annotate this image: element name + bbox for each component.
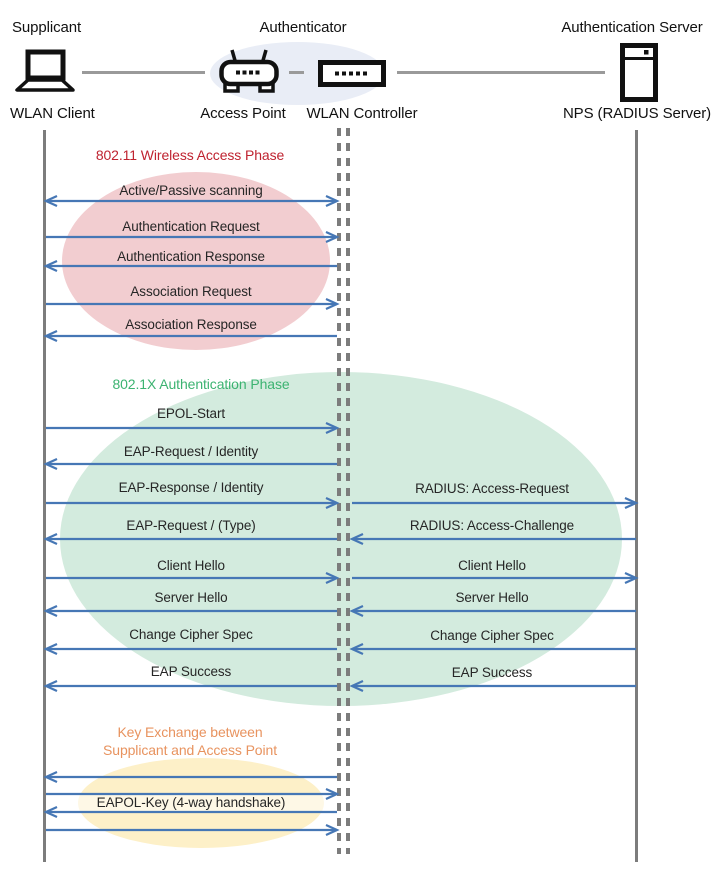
connector-dash bbox=[289, 71, 304, 74]
message-label: Association Response bbox=[125, 317, 257, 332]
message-label: Server Hello bbox=[154, 590, 228, 605]
access-point-icon bbox=[219, 49, 279, 93]
role-supplicant: Supplicant bbox=[12, 19, 82, 36]
lifeline-nps bbox=[635, 130, 638, 862]
message-label: Active/Passive scanning bbox=[119, 183, 263, 198]
lifeline-wlan-client bbox=[43, 130, 46, 862]
message-label: EAP-Request / Identity bbox=[123, 444, 259, 459]
message-label: Client Hello bbox=[157, 558, 225, 573]
phase2-title: 802.1X Authentication Phase bbox=[112, 376, 290, 392]
phase3-title-line2: Supplicant and Access Point bbox=[103, 742, 277, 758]
message-label: Authentication Response bbox=[117, 249, 265, 264]
connector-line bbox=[397, 71, 605, 74]
message-label: Client Hello bbox=[458, 558, 526, 573]
phase1-title: 802.11 Wireless Access Phase bbox=[95, 147, 285, 163]
message-label: EAPOL-Key (4-way handshake) bbox=[51, 795, 331, 811]
lifeline-authenticator-right bbox=[346, 128, 350, 854]
message-label: EAP-Response / Identity bbox=[118, 480, 264, 495]
laptop-icon bbox=[15, 49, 75, 92]
server-icon bbox=[620, 43, 658, 102]
message-label: Server Hello bbox=[455, 590, 529, 605]
message-label: Association Request bbox=[130, 284, 252, 299]
wlan-controller-icon bbox=[318, 60, 386, 87]
node-label-nps: NPS (RADIUS Server) bbox=[562, 105, 712, 122]
message-label: Change Cipher Spec bbox=[129, 627, 253, 642]
node-label-wlan-controller: WLAN Controller bbox=[306, 105, 418, 122]
message-label: RADIUS: Access-Request bbox=[415, 481, 569, 496]
message-label: EAP Success bbox=[451, 665, 533, 680]
role-authentication-server: Authentication Server bbox=[561, 19, 703, 36]
connector-line bbox=[82, 71, 205, 74]
message-label: Change Cipher Spec bbox=[430, 628, 554, 643]
role-authenticator: Authenticator bbox=[259, 19, 347, 36]
phase3-title: Key Exchange between Supplicant and Acce… bbox=[50, 723, 330, 759]
message-label: EPOL-Start bbox=[156, 406, 226, 421]
node-label-wlan-client: WLAN Client bbox=[10, 105, 95, 122]
phase3-title-line1: Key Exchange between bbox=[117, 724, 263, 740]
message-label: EAP-Request / (Type) bbox=[126, 518, 256, 533]
message-label: RADIUS: Access-Challenge bbox=[409, 518, 575, 533]
message-label: EAP Success bbox=[150, 664, 232, 679]
lifeline-authenticator-left bbox=[337, 128, 341, 854]
message-label: Authentication Request bbox=[122, 219, 260, 234]
node-label-access-point: Access Point bbox=[200, 105, 286, 122]
